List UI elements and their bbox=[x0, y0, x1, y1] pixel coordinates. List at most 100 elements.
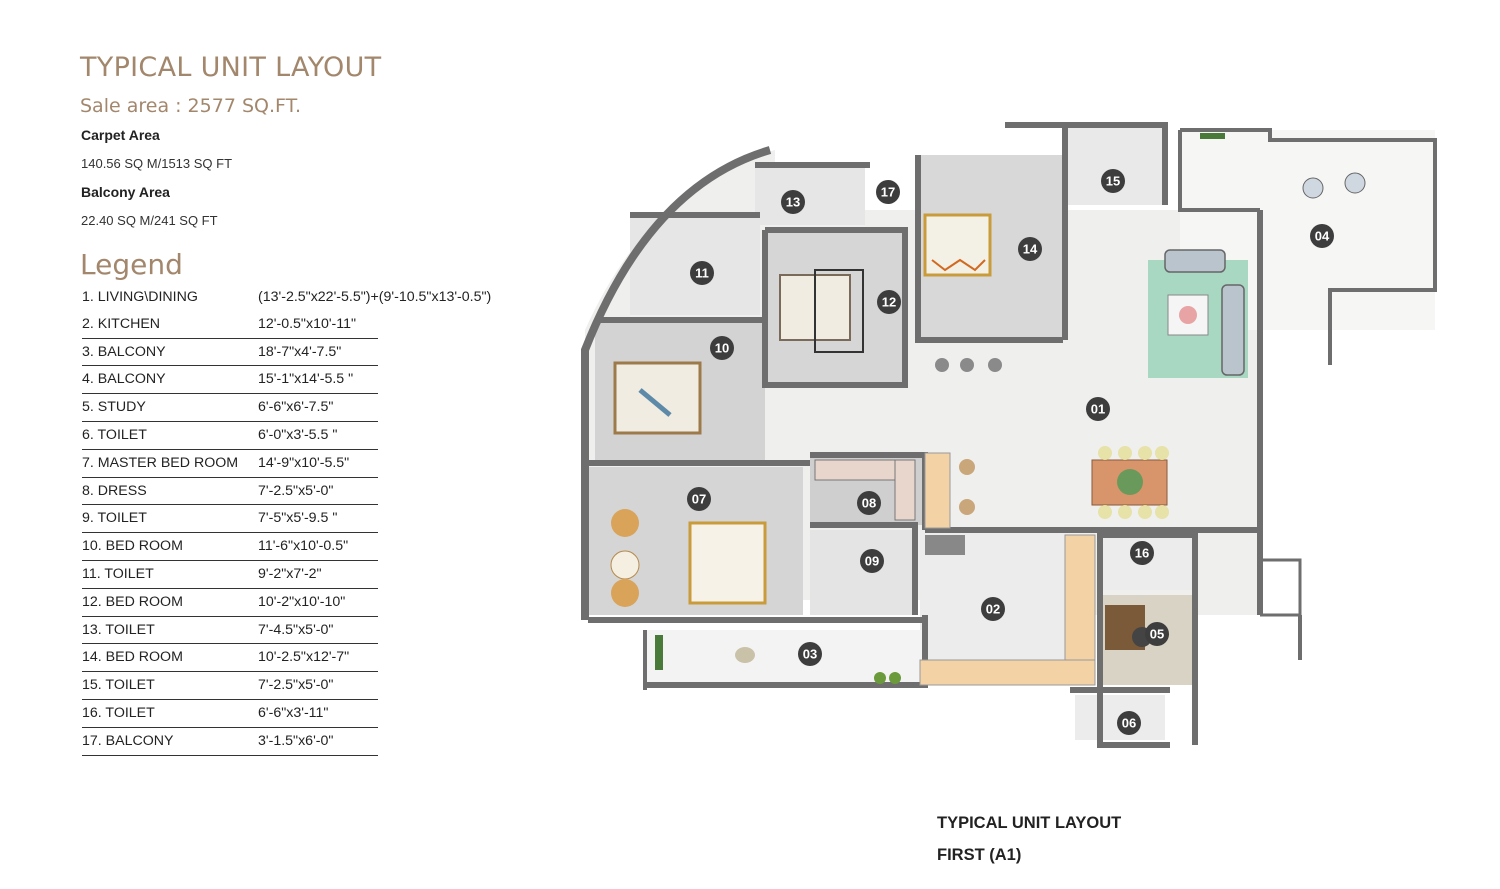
room-marker-08: 08 bbox=[857, 491, 881, 515]
legend-room-dims: 18'-7"x4'-7.5" bbox=[258, 343, 342, 360]
legend-room-name: 5. STUDY bbox=[82, 399, 146, 416]
balcony-04-furniture bbox=[1200, 133, 1366, 199]
legend-row: 4. BALCONY 15'-1"x14'-5.5 " bbox=[82, 366, 378, 395]
legend-room-dims: 10'-2"x10'-10" bbox=[258, 593, 346, 610]
kitchen-counter bbox=[919, 452, 1096, 686]
legend-room-name: 8. DRESS bbox=[82, 482, 147, 499]
room-marker-09: 09 bbox=[860, 549, 884, 573]
room-marker-label: 12 bbox=[882, 295, 896, 310]
room-marker-label: 06 bbox=[1122, 716, 1136, 731]
room-marker-03: 03 bbox=[798, 642, 822, 666]
balcony-area-label: Balcony Area bbox=[81, 184, 170, 200]
legend-room-dims: 6'-6"x6'-7.5" bbox=[258, 399, 334, 416]
legend-room-name: 3. BALCONY bbox=[82, 343, 166, 360]
room-marker-02: 02 bbox=[981, 597, 1005, 621]
legend-room-dims: 7'-5"x5'-9.5 " bbox=[258, 510, 338, 527]
legend-room-name: 12. BED ROOM bbox=[82, 593, 183, 610]
legend-row: 9. TOILET 7'-5"x5'-9.5 " bbox=[82, 505, 378, 534]
balcony-04-outline bbox=[1178, 128, 1437, 660]
balcony-03-furniture bbox=[655, 635, 901, 684]
room-marker-label: 08 bbox=[862, 496, 876, 511]
legend-row: 12. BED ROOM 10'-2"x10'-10" bbox=[82, 589, 378, 617]
bed-07 bbox=[610, 509, 767, 607]
room-marker-06: 06 bbox=[1117, 711, 1141, 735]
legend-table: 1. LIVING\DINING (13'-2.5"x22'-5.5")+(9'-… bbox=[82, 284, 491, 756]
room-marker-label: 02 bbox=[986, 602, 1000, 617]
carpet-area-value: 140.56 SQ M/1513 SQ FT bbox=[81, 156, 233, 171]
bed-12 bbox=[779, 269, 864, 353]
room-marker-label: 04 bbox=[1315, 229, 1330, 244]
legend-room-name: 1. LIVING\DINING bbox=[82, 289, 198, 305]
room-markers: 01 02 03 04 05 06 07 08 09 10 11 12 13 14 15 16 17 bbox=[687, 169, 1334, 735]
legend-room-dims: 7'-4.5"x5'-0" bbox=[258, 621, 334, 638]
room-marker-04: 04 bbox=[1310, 224, 1334, 248]
legend-room-dims: 3'-1.5"x6'-0" bbox=[258, 732, 334, 749]
legend-room-dims: 15'-1"x14'-5.5 " bbox=[258, 371, 354, 388]
room-marker-label: 03 bbox=[803, 647, 817, 662]
room-marker-label: 16 bbox=[1135, 546, 1149, 561]
room-marker-14: 14 bbox=[1018, 237, 1042, 261]
room-marker-label: 09 bbox=[865, 554, 879, 569]
legend-row: 17. BALCONY 3'-1.5"x6'-0" bbox=[82, 728, 378, 756]
floor-plan: 01 02 03 04 05 06 07 08 09 10 11 12 13 14 15 16 17 bbox=[581, 122, 1437, 748]
legend-room-name: 7. MASTER BED ROOM bbox=[82, 454, 239, 471]
legend-room-name: 11. TOILET bbox=[82, 565, 154, 582]
room-marker-label: 07 bbox=[692, 492, 706, 507]
plan-caption-title: TYPICAL UNIT LAYOUT bbox=[937, 814, 1122, 832]
legend-row: 1. LIVING\DINING (13'-2.5"x22'-5.5")+(9'-… bbox=[82, 284, 491, 311]
legend-room-name: 4. BALCONY bbox=[82, 371, 166, 388]
legend-room-dims: 9'-2"x7'-2" bbox=[258, 565, 322, 582]
room-marker-10: 10 bbox=[710, 336, 734, 360]
carpet-area-label: Carpet Area bbox=[81, 127, 160, 143]
legend-room-name: 9. TOILET bbox=[82, 510, 147, 527]
legend-room-dims: 7'-2.5"x5'-0" bbox=[258, 482, 334, 499]
legend-room-dims: 7'-2.5"x5'-0" bbox=[258, 677, 334, 694]
room-marker-label: 10 bbox=[715, 341, 729, 356]
room-marker-15: 15 bbox=[1101, 169, 1125, 193]
legend-room-name: 13. TOILET bbox=[82, 621, 155, 638]
legend-room-name: 2. KITCHEN bbox=[82, 315, 161, 332]
legend-room-dims: 14'-9"x10'-5.5" bbox=[258, 454, 350, 471]
room-marker-11: 11 bbox=[690, 261, 714, 285]
legend-row: 5. STUDY 6'-6"x6'-7.5" bbox=[82, 394, 378, 422]
legend-room-name: 15. TOILET bbox=[82, 677, 155, 694]
bed-10 bbox=[613, 361, 702, 435]
legend-room-dims: (13'-2.5"x22'-5.5")+(9'-10.5"x13'-0.5") bbox=[258, 289, 492, 305]
legend-heading: Legend bbox=[80, 248, 183, 281]
bar-stools bbox=[935, 358, 1002, 515]
room-marker-16: 16 bbox=[1130, 541, 1154, 565]
legend-room-name: 10. BED ROOM bbox=[82, 538, 183, 555]
legend-room-name: 16. TOILET bbox=[82, 704, 155, 721]
room-marker-07: 07 bbox=[687, 487, 711, 511]
legend-row: 16. TOILET 6'-6"x3'-11" bbox=[82, 700, 378, 728]
page-title: TYPICAL UNIT LAYOUT bbox=[80, 52, 382, 83]
legend-row: 2. KITCHEN 12'-0.5"x10'-11" bbox=[82, 311, 378, 339]
room-marker-12: 12 bbox=[877, 290, 901, 314]
room-marker-label: 05 bbox=[1150, 627, 1164, 642]
room-marker-01: 01 bbox=[1086, 397, 1110, 421]
living-sofa-set bbox=[1148, 249, 1248, 378]
legend-row: 11. TOILET 9'-2"x7'-2" bbox=[82, 561, 378, 589]
bed-14 bbox=[923, 213, 992, 277]
legend-room-name: 6. TOILET bbox=[82, 426, 147, 443]
legend-room-dims: 6'-6"x3'-11" bbox=[258, 704, 329, 721]
legend-room-dims: 12'-0.5"x10'-11" bbox=[258, 315, 357, 332]
room-marker-13: 13 bbox=[781, 190, 805, 214]
study-desk bbox=[1105, 605, 1152, 650]
legend-row: 13. TOILET 7'-4.5"x5'-0" bbox=[82, 617, 378, 645]
room-marker-label: 14 bbox=[1023, 242, 1038, 257]
room-marker-label: 17 bbox=[881, 185, 895, 200]
room-marker-17: 17 bbox=[876, 180, 900, 204]
legend-room-name: 17. BALCONY bbox=[82, 732, 174, 749]
sale-area: Sale area : 2577 SQ.FT. bbox=[80, 95, 301, 117]
legend-row: 7. MASTER BED ROOM 14'-9"x10'-5.5" bbox=[82, 450, 378, 478]
room-marker-label: 01 bbox=[1091, 402, 1105, 417]
plan-caption-subtitle: FIRST (A1) bbox=[937, 846, 1022, 864]
room-marker-label: 11 bbox=[695, 266, 709, 281]
legend-room-name: 14. BED ROOM bbox=[82, 649, 183, 666]
dress-wardrobe bbox=[814, 459, 916, 521]
legend-row: 15. TOILET 7'-2.5"x5'-0" bbox=[82, 672, 378, 700]
balcony-area-value: 22.40 SQ M/241 SQ FT bbox=[81, 213, 218, 228]
